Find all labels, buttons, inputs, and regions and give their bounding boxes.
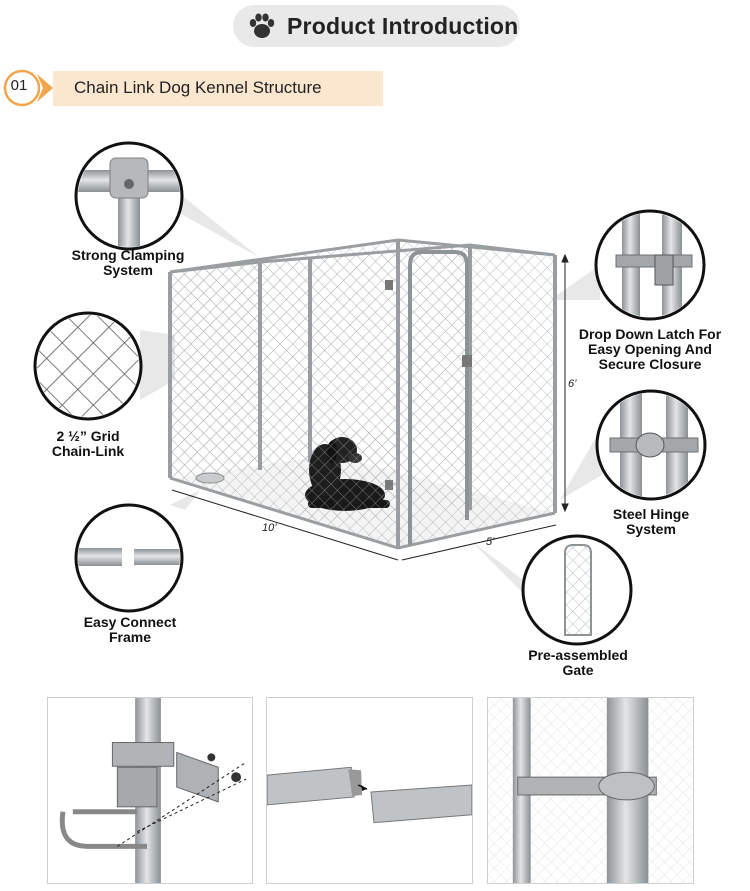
- frame-connect-detail-image: [267, 698, 472, 883]
- callout-clamping: [74, 141, 184, 251]
- paw-icon: [249, 13, 275, 38]
- section-title: Chain Link Dog Kennel Structure: [74, 78, 322, 97]
- detail-photo-connect: [266, 697, 473, 884]
- callout-grid: [33, 311, 143, 421]
- food-bowl: [195, 472, 225, 484]
- callout-hinge: [595, 389, 707, 501]
- dimension-lines: [171, 253, 569, 561]
- callout-gate: [521, 534, 633, 646]
- callout-frame: [74, 503, 184, 613]
- detail-photo-latch: [47, 697, 253, 884]
- dimension-width: 5’: [486, 536, 495, 548]
- kennel-right-panel: [398, 240, 555, 548]
- header-pill: Product Introduction: [233, 5, 520, 47]
- detail-photo-hinge: [487, 697, 694, 884]
- hinge-detail-image: [488, 698, 693, 883]
- latch-detail-image: [48, 698, 252, 883]
- page-title: Product Introduction: [287, 13, 519, 39]
- kennel-top-frame: [169, 238, 556, 274]
- step-badge: [3, 69, 53, 107]
- step-number: 01: [10, 77, 28, 94]
- kennel-diagram: [33, 141, 707, 646]
- callout-latch: [594, 209, 706, 321]
- dimension-length: 10’: [262, 522, 277, 534]
- dimension-height: 6’: [568, 378, 577, 390]
- section-bar: [53, 71, 383, 106]
